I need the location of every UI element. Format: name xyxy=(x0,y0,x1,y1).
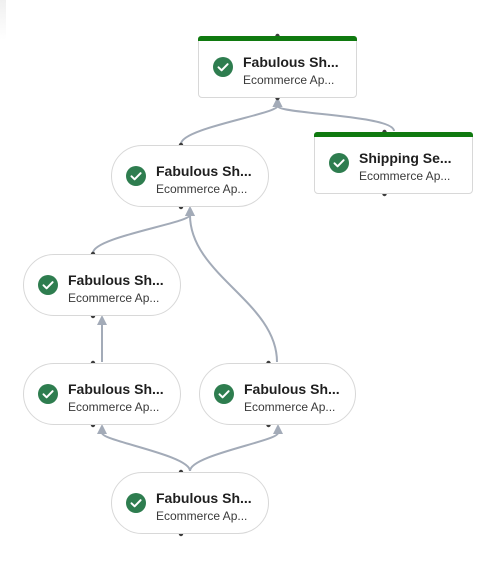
edge-arrowhead xyxy=(97,424,107,434)
check-circle-icon xyxy=(214,384,234,404)
node-subtitle: Ecommerce Ap... xyxy=(359,169,451,183)
check-circle-icon xyxy=(126,493,146,513)
node-subtitle: Ecommerce Ap... xyxy=(156,182,248,196)
edge-arrowhead xyxy=(272,97,283,107)
check-circle-icon xyxy=(213,57,233,77)
graph-node[interactable]: Fabulous Sh... Ecommerce Ap... xyxy=(111,145,269,207)
check-circle-icon xyxy=(38,275,58,295)
dependency-edge xyxy=(189,214,278,363)
node-subtitle: Ecommerce Ap... xyxy=(68,400,160,414)
edge-arrowhead xyxy=(185,206,195,216)
node-highlight-bar xyxy=(314,132,473,137)
node-subtitle: Ecommerce Ap... xyxy=(244,400,336,414)
node-title: Fabulous Sh... xyxy=(68,272,164,288)
check-circle-icon xyxy=(329,153,349,173)
node-highlight-bar xyxy=(198,36,357,41)
node-title: Fabulous Sh... xyxy=(244,381,340,397)
node-title: Fabulous Sh... xyxy=(68,381,164,397)
dependency-edge xyxy=(101,432,191,472)
node-subtitle: Ecommerce Ap... xyxy=(243,73,335,87)
graph-node[interactable]: Fabulous Sh... Ecommerce Ap... xyxy=(199,363,356,425)
dependency-edge xyxy=(189,432,279,472)
dependency-edge xyxy=(180,105,279,145)
graph-node[interactable]: Fabulous Sh... Ecommerce Ap... xyxy=(23,254,181,316)
graph-node[interactable]: Fabulous Sh... Ecommerce Ap... xyxy=(23,363,181,425)
dependency-edge xyxy=(276,105,395,132)
node-subtitle: Ecommerce Ap... xyxy=(68,291,160,305)
check-circle-icon xyxy=(38,384,58,404)
graph-node[interactable]: Shipping Se... Ecommerce Ap... xyxy=(314,132,473,194)
panel-edge-shadow xyxy=(0,0,6,40)
edge-arrowhead xyxy=(97,315,107,325)
node-title: Fabulous Sh... xyxy=(243,54,339,70)
node-title: Fabulous Sh... xyxy=(156,490,252,506)
node-title: Shipping Se... xyxy=(359,150,452,166)
check-circle-icon xyxy=(126,166,146,186)
dependency-edge xyxy=(92,214,191,254)
edge-arrowhead xyxy=(273,424,283,434)
graph-node[interactable]: Fabulous Sh... Ecommerce Ap... xyxy=(198,36,357,98)
graph-node[interactable]: Fabulous Sh... Ecommerce Ap... xyxy=(111,472,269,534)
node-subtitle: Ecommerce Ap... xyxy=(156,509,248,523)
node-title: Fabulous Sh... xyxy=(156,163,252,179)
